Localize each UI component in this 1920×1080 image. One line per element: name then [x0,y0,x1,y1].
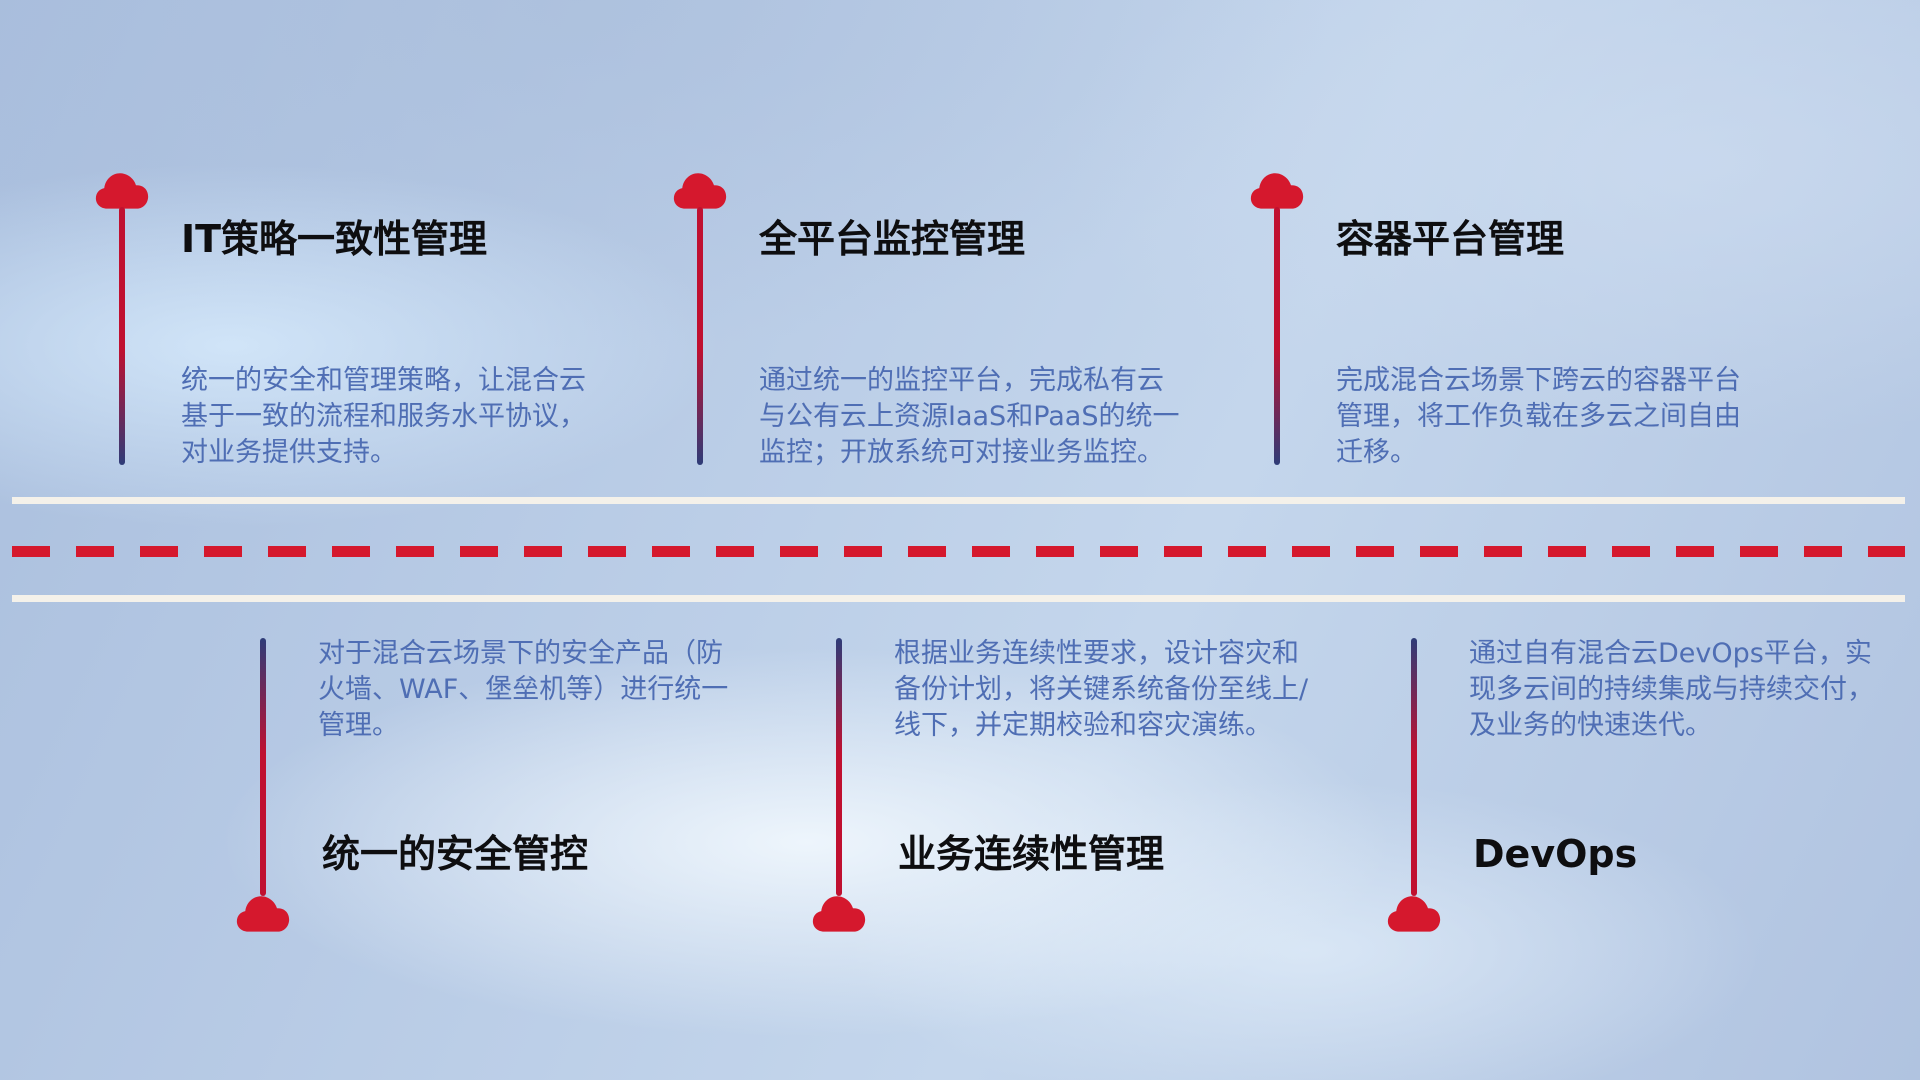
feature-description: 通过自有混合云DevOps平台，实现多云间的持续集成与持续交付，及业务的快速迭代… [1469,638,1874,741]
road-dashed-center-line [12,546,1905,557]
feature-title: 全平台监控管理 [759,217,1026,261]
connector-line [260,638,266,896]
feature-item-devops: 通过自有混合云DevOps平台，实现多云间的持续集成与持续交付，及业务的快速迭代… [1386,634,1920,954]
feature-description: 完成混合云场景下跨云的容器平台管理，将工作负载在多云之间自由迁移。 [1336,365,1741,468]
cloud-icon [1387,896,1441,932]
connector-line [697,207,703,465]
cloud-icon [812,896,866,932]
connector-line [836,638,842,896]
road-bottom-line [12,595,1905,602]
cloud-icon [236,896,290,932]
feature-item-security: 对于混合云场景下的安全产品（防火墙、WAF、堡垒机等）进行统一管理。 统一的安全… [235,634,795,954]
feature-title: IT策略一致性管理 [181,217,488,261]
feature-item-container-platform: 容器平台管理 完成混合云场景下跨云的容器平台管理，将工作负载在多云之间自由迁移。 [1249,169,1809,479]
connector-line [119,207,125,465]
cloud-icon [673,173,727,209]
feature-description: 通过统一的监控平台，完成私有云与公有云上资源IaaS和PaaS的统一监控；开放系… [759,365,1180,468]
feature-description: 根据业务连续性要求，设计容灾和备份计划，将关键系统备份至线上/线下，并定期校验和… [894,638,1309,741]
cloud-icon [95,173,149,209]
feature-title: DevOps [1473,832,1638,876]
connector-line [1274,207,1280,465]
feature-title: 统一的安全管控 [322,832,589,876]
feature-item-it-policy: IT策略一致性管理 统一的安全和管理策略，让混合云基于一致的流程和服务水平协议，… [94,169,654,479]
feature-title: 容器平台管理 [1336,217,1565,261]
feature-title: 业务连续性管理 [898,832,1165,876]
cloud-icon [1250,173,1304,209]
feature-item-monitoring: 全平台监控管理 通过统一的监控平台，完成私有云与公有云上资源IaaS和PaaS的… [672,169,1232,479]
feature-description: 对于混合云场景下的安全产品（防火墙、WAF、堡垒机等）进行统一管理。 [318,638,729,741]
connector-line [1411,638,1417,896]
road-top-line [12,497,1905,504]
feature-item-business-continuity: 根据业务连续性要求，设计容灾和备份计划，将关键系统备份至线上/线下，并定期校验和… [811,634,1371,954]
feature-description: 统一的安全和管理策略，让混合云基于一致的流程和服务水平协议，对业务提供支持。 [181,365,586,468]
